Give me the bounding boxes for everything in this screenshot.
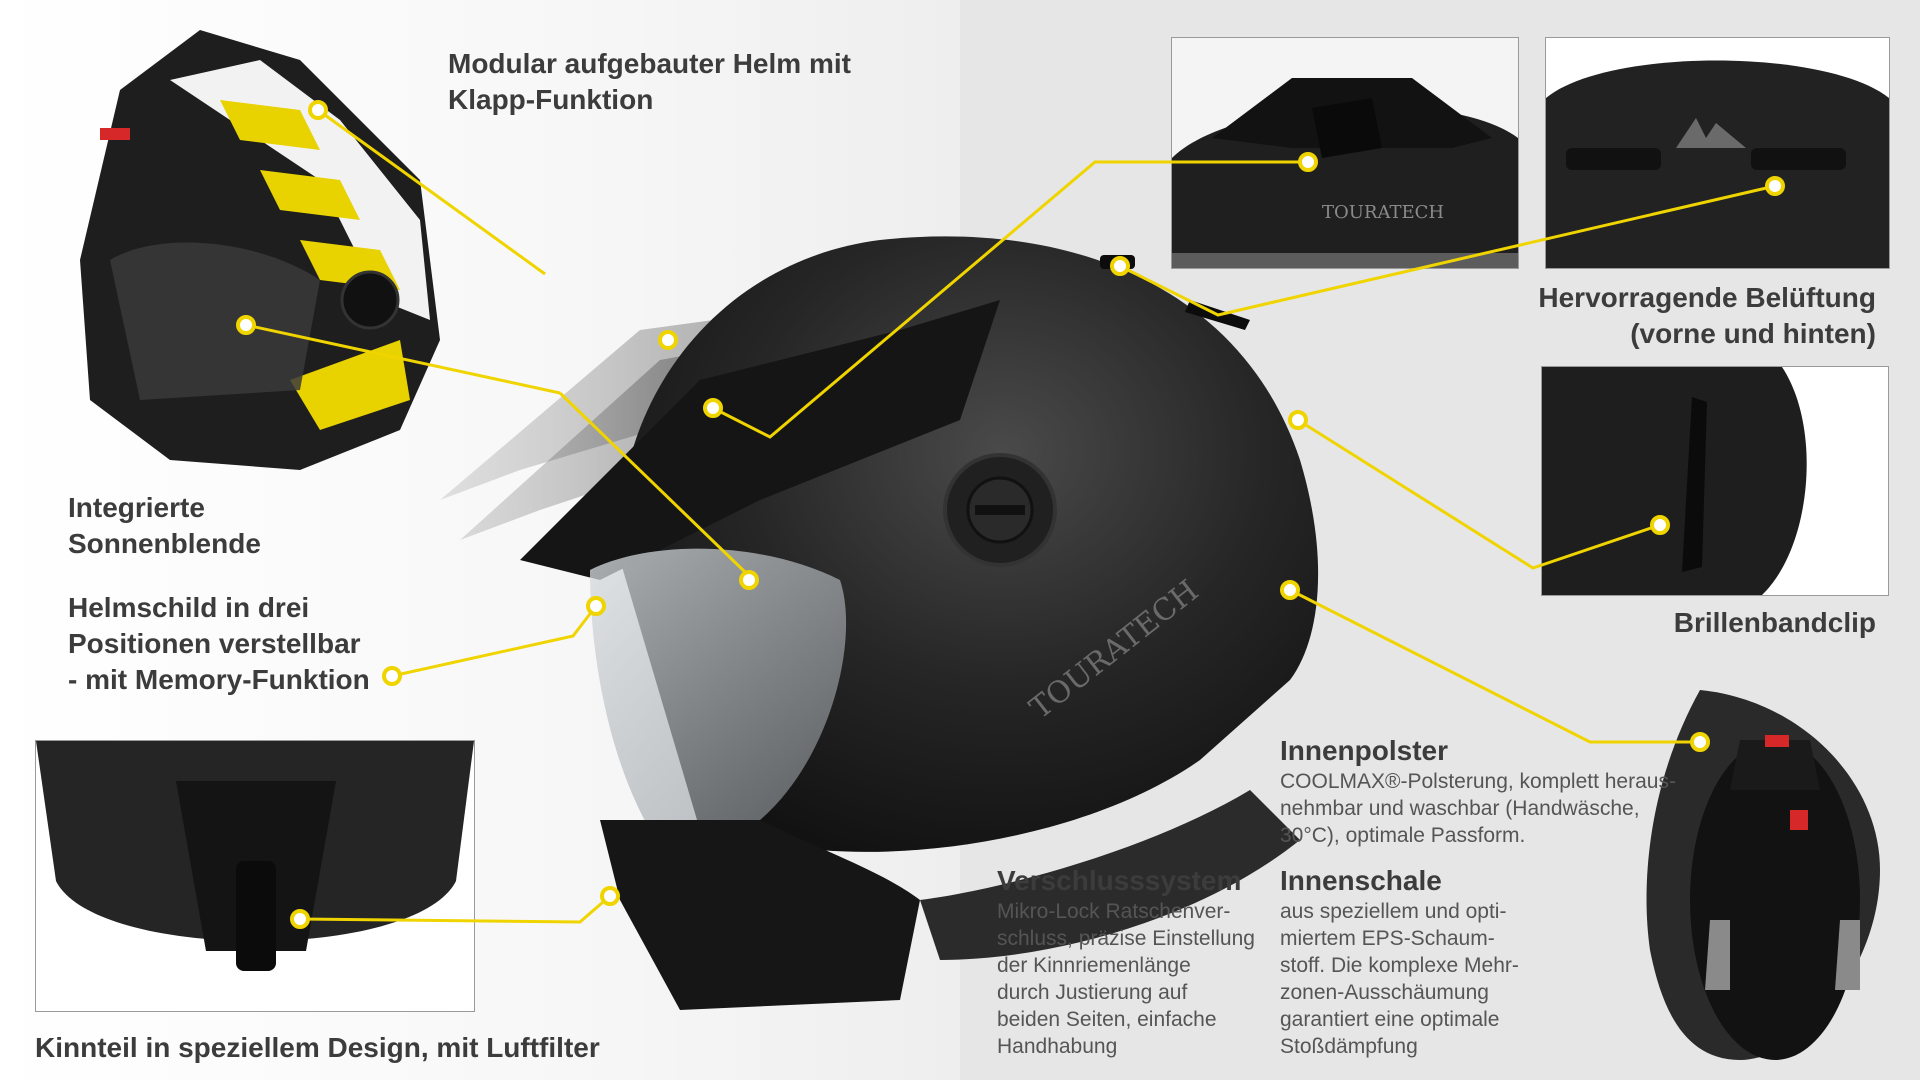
callout-dot-modular[interactable]	[308, 100, 328, 120]
callout-dot-peak-main[interactable]	[586, 596, 606, 616]
inner-shell-description: aus speziellem und opti- miertem EPS-Sch…	[1280, 898, 1519, 1060]
label-chin-bar: Kinnteil in speziellem Design, mit Luftf…	[35, 1030, 600, 1066]
inner-padding-title: Innenpolster	[1280, 735, 1449, 766]
label-ventilation-line-1: Hervorragende Belüftung	[1538, 282, 1876, 313]
callout-dot-flip[interactable]	[658, 330, 678, 350]
closure-line: schluss, präzise Einstellung	[997, 927, 1255, 950]
closure-line: der Kinnriemenlänge	[997, 954, 1191, 977]
label-chin-text: Kinnteil in speziellem Design, mit Luftf…	[35, 1032, 600, 1063]
label-modular-helmet: Modular aufgebauter Helm mit Klapp-Funkt…	[448, 46, 851, 118]
callout-dot-peak[interactable]	[382, 666, 402, 686]
shell-line: Stoßdämpfung	[1280, 1035, 1418, 1058]
label-goggle-clip: Brillenbandclip	[1674, 605, 1876, 641]
closure-line: durch Justierung auf	[997, 981, 1188, 1004]
label-peak-line-1: Helmschild in drei	[68, 592, 310, 623]
label-peak-line-3: - mit Memory-Funktion	[68, 664, 370, 695]
label-ventilation: Hervorragende Belüftung (vorne und hinte…	[1538, 280, 1876, 352]
label-peak-line-2: Positionen verstellbar	[68, 628, 361, 659]
callout-dot-front-vent[interactable]	[1298, 152, 1318, 172]
callout-dot-rear-vent[interactable]	[1765, 176, 1785, 196]
label-goggle-clip-text: Brillenbandclip	[1673, 607, 1876, 638]
label-modular-line-2: Klapp-Funktion	[448, 84, 654, 115]
callout-dot-front-vent-main[interactable]	[703, 398, 723, 418]
callout-dot-padding-main[interactable]	[1280, 580, 1300, 600]
front-vent-photo: TOURATECH	[1171, 37, 1519, 269]
chin-vent-photo	[35, 740, 475, 1012]
callout-dot-sunvisor[interactable]	[236, 315, 256, 335]
callout-dot-goggle[interactable]	[1650, 515, 1670, 535]
padding-line: 30°C), optimale Passform.	[1280, 824, 1526, 847]
padding-line: nehmbar und waschbar (Handwäsche,	[1280, 797, 1640, 820]
inner-shell-title: Innenschale	[1280, 865, 1442, 896]
inner-padding-description: COOLMAX®-Polsterung, komplett heraus- ne…	[1280, 768, 1676, 849]
shell-line: garantiert eine optimale	[1280, 1008, 1500, 1031]
callout-dot-chin[interactable]	[290, 909, 310, 929]
callout-dot-sunvisor-main[interactable]	[739, 570, 759, 590]
label-peak-adjustable: Helmschild in drei Positionen verstellba…	[68, 590, 370, 698]
goggle-clip-photo	[1541, 366, 1889, 596]
closure-line: Mikro-Lock Ratschenver-	[997, 900, 1231, 923]
label-sun-visor: Integrierte Sonnenblende	[68, 490, 261, 562]
callout-dot-goggle-main[interactable]	[1288, 410, 1308, 430]
callout-dot-padding[interactable]	[1690, 732, 1710, 752]
label-sunvisor-line-1: Integrierte	[68, 492, 205, 523]
closure-line: beiden Seiten, einfache	[997, 1008, 1217, 1031]
closure-line: Handhabung	[997, 1035, 1118, 1058]
rear-vent-photo	[1545, 37, 1890, 269]
callout-dot-chin-main[interactable]	[600, 886, 620, 906]
shell-line: zonen-Ausschäumung	[1280, 981, 1489, 1004]
label-ventilation-line-2: (vorne und hinten)	[1630, 318, 1876, 349]
label-modular-line-1: Modular aufgebauter Helm mit	[448, 48, 851, 79]
vent-photo-brand-text: TOURATECH	[1322, 202, 1444, 223]
label-sunvisor-line-2: Sonnenblende	[68, 528, 261, 559]
shell-line: miertem EPS-Schaum-	[1280, 927, 1495, 950]
closure-system-title: Verschlusssystem	[997, 865, 1242, 896]
padding-line: COOLMAX®-Polsterung, komplett heraus-	[1280, 770, 1676, 793]
callout-dot-rear-vent-main[interactable]	[1110, 256, 1130, 276]
shell-line: aus speziellem und opti-	[1280, 900, 1507, 923]
closure-system-description: Mikro-Lock Ratschenver- schluss, präzise…	[997, 898, 1255, 1060]
shell-line: stoff. Die komplexe Mehr-	[1280, 954, 1519, 977]
